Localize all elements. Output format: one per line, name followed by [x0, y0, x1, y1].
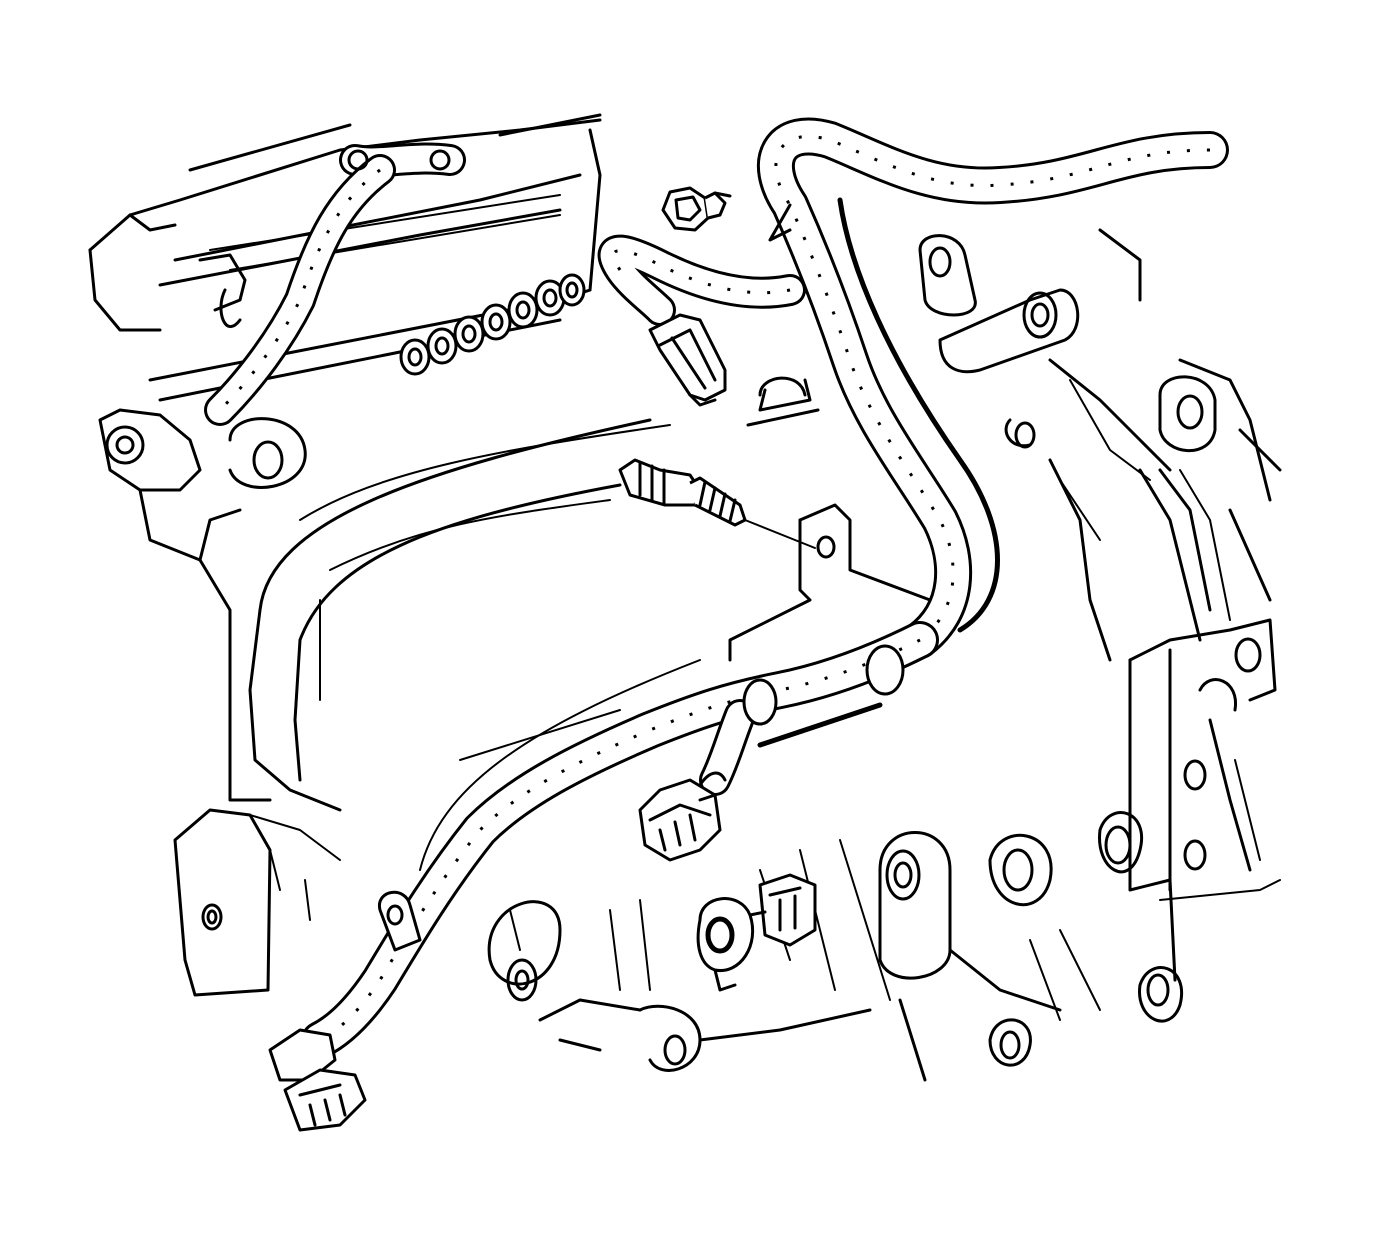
- upper-harness-connector: [648, 313, 727, 407]
- harness-clip: [378, 890, 422, 952]
- fuel-injector-icon: [399, 273, 586, 376]
- fuel-rail-injectors: [399, 273, 586, 376]
- harness-bracket-stud: [618, 458, 816, 549]
- bolt-icon: [661, 186, 732, 232]
- electrical-connector-icon: [268, 1028, 367, 1132]
- wiring-harness-icon: [301, 117, 1229, 1059]
- electrical-connector-icon: [748, 873, 817, 947]
- lower-harness-connector: [638, 771, 727, 862]
- stud-icon: [618, 458, 816, 549]
- main-wiring-harness: [301, 117, 1229, 1059]
- electrical-connector-icon: [638, 771, 727, 862]
- knock-sensor-connector: [748, 873, 817, 947]
- harness-clip-icon: [378, 890, 422, 952]
- end-harness-connector: [268, 1028, 367, 1132]
- knock-sensor: [696, 897, 755, 992]
- electrical-connector-icon: [648, 313, 727, 407]
- knock-sensor-icon: [696, 897, 755, 992]
- fuel-injector-harness: [198, 142, 466, 426]
- harness-retaining-bolt: [661, 186, 732, 232]
